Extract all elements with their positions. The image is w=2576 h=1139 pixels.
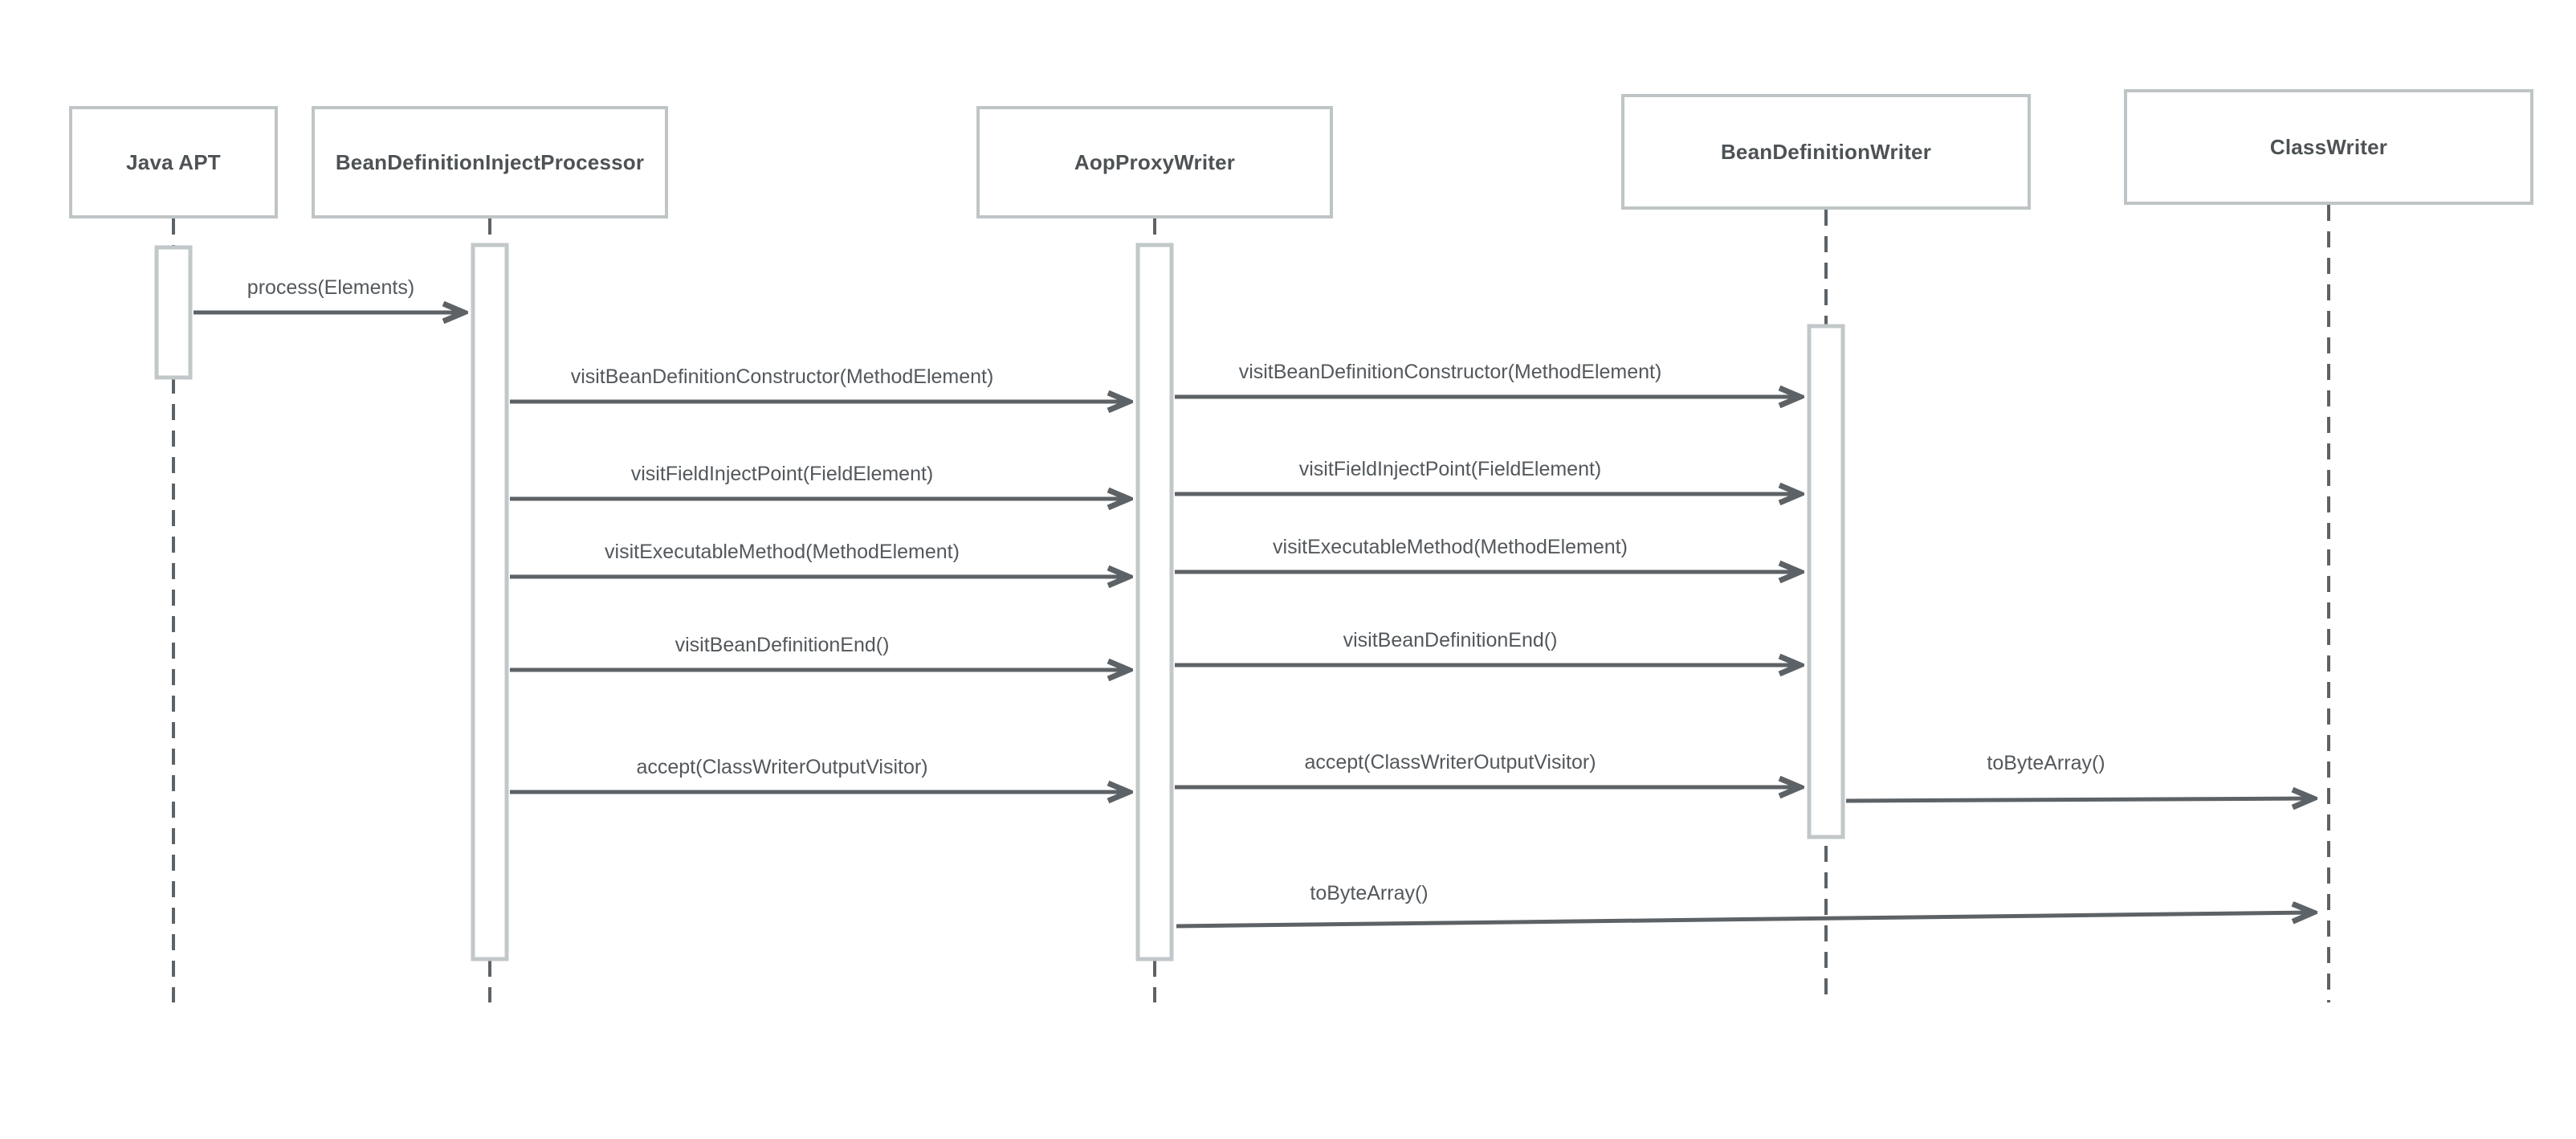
- participant-label: BeanDefinitionInjectProcessor: [335, 149, 645, 174]
- activation-bar-bean-definition-writer: [1807, 324, 1845, 839]
- participant-label: Java APT: [126, 149, 221, 174]
- activation-bar-bean-definition-inject-processor: [471, 243, 509, 961]
- participant-label: AopProxyWriter: [1074, 149, 1236, 174]
- message-label-visit-bean-definition-constructor-2: visitBeanDefinitionConstructor(MethodEle…: [1238, 361, 1662, 383]
- activation-bar-java-apt: [154, 245, 193, 380]
- message-label-visit-executable-method-2: visitExecutableMethod(MethodElement): [1273, 536, 1628, 558]
- message-label-visit-bean-definition-constructor-1: visitBeanDefinitionConstructor(MethodEle…: [570, 365, 994, 388]
- message-label-accept-class-writer-output-visitor-2: accept(ClassWriterOutputVisitor): [1304, 751, 1596, 774]
- arrow-to-byte-array-2: [1176, 912, 2313, 929]
- message-label-process-elements: process(Elements): [247, 276, 415, 299]
- participant-java-apt: Java APT: [69, 106, 278, 218]
- participant-class-writer: ClassWriter: [2124, 89, 2533, 205]
- participant-bean-definition-inject-processor: BeanDefinitionInjectProcessor: [312, 106, 668, 218]
- message-label-to-byte-array-2: toByteArray(): [1310, 882, 1429, 904]
- message-label-to-byte-array-1: toByteArray(): [1987, 752, 2105, 774]
- arrow-to-byte-array-1: [1845, 798, 2313, 801]
- message-label-visit-bean-definition-end-2: visitBeanDefinitionEnd(): [1343, 629, 1558, 651]
- participant-bean-definition-writer: BeanDefinitionWriter: [1621, 94, 2031, 210]
- message-label-visit-bean-definition-end-1: visitBeanDefinitionEnd(): [675, 634, 890, 656]
- message-label-visit-field-inject-point-2: visitFieldInjectPoint(FieldElement): [1298, 458, 1602, 480]
- message-label-visit-field-inject-point-1: visitFieldInjectPoint(FieldElement): [630, 463, 934, 485]
- message-label-visit-executable-method-1: visitExecutableMethod(MethodElement): [605, 541, 960, 563]
- participant-label: BeanDefinitionWriter: [1720, 139, 1932, 164]
- participant-aop-proxy-writer: AopProxyWriter: [976, 106, 1333, 218]
- activation-bar-aop-proxy-writer: [1135, 243, 1174, 961]
- participant-label: ClassWriter: [2269, 134, 2388, 159]
- message-label-accept-class-writer-output-visitor-1: accept(ClassWriterOutputVisitor): [636, 756, 928, 778]
